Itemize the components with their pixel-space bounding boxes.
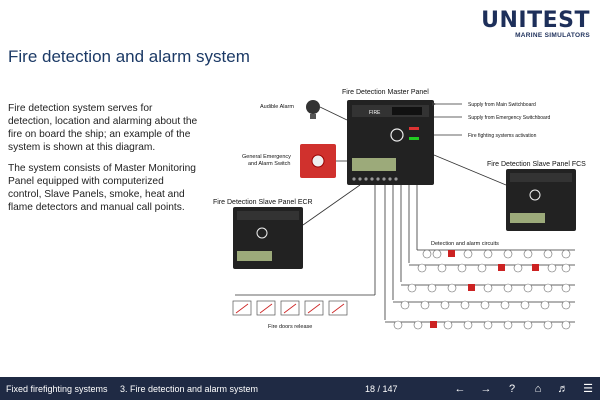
logo-brand: UNITEST [481,8,590,33]
detector-row-2 [409,263,575,273]
home-icon[interactable]: ⌂ [534,383,542,395]
fire-detection-diagram: Fire Detection Master Panel FIRE Audible… [213,89,586,330]
slave-ecr-label: Fire Detection Slave Panel ECR [213,199,313,206]
general-emergency-label-1: General Emergency [242,154,291,160]
audible-alarm-label: Audible Alarm [260,104,294,110]
general-emergency-label-2: and Alarm Switch [248,161,291,167]
section-label[interactable]: Fixed firefighting systems [6,384,108,394]
body-text: Fire detection system serves for detecti… [8,102,198,222]
master-panel: FIRE [347,100,434,185]
alarm-switch-icon [300,144,336,178]
audible-alarm-icon [306,100,320,119]
master-panel-brand: FIRE [369,110,381,116]
master-panel-label: Fire Detection Master Panel [342,89,429,96]
paragraph-1: Fire detection system serves for detecti… [8,103,198,153]
detector-row-1 [417,249,575,259]
detector-row-3 [401,283,575,293]
paragraph-2: The system consists of Master Monitoring… [8,163,196,213]
slave-fcs-label: Fire Detection Slave Panel FCS [487,161,586,168]
page-counter: 18 / 147 [365,384,398,394]
detection-circuits-label: Detection and alarm circuits [431,241,499,247]
logo-subtitle: MARINE SIMULATORS [515,32,590,39]
volume-icon[interactable]: ♬ [557,383,569,395]
supply-emergency-label: Supply from Emergency Switchboard [468,115,550,121]
detector-row-5 [385,320,575,330]
fire-doors [232,300,348,316]
detector-row-4 [393,300,575,310]
fire-doors-label: Fire doors release [268,324,312,330]
menu-icon[interactable]: ☰ [583,383,593,395]
help-icon[interactable]: ? [508,383,516,395]
supply-main-label: Supply from Main Switchboard [468,102,536,108]
fire-fighting-activation-label: Fire fighting systems activation [468,133,537,139]
chapter-label[interactable]: 3. Fire detection and alarm system [120,384,259,394]
arrow-left-icon[interactable]: ← [454,383,466,395]
slave-panel-fcs [506,169,576,231]
arrow-right-icon[interactable]: → [480,383,492,395]
logo: UNITEST MARINE SIMULATORS [481,8,590,40]
slave-panel-ecr [233,207,303,269]
bottom-bar: Fixed firefighting systems 3. Fire detec… [0,377,600,400]
page-title: Fire detection and alarm system [8,47,250,66]
